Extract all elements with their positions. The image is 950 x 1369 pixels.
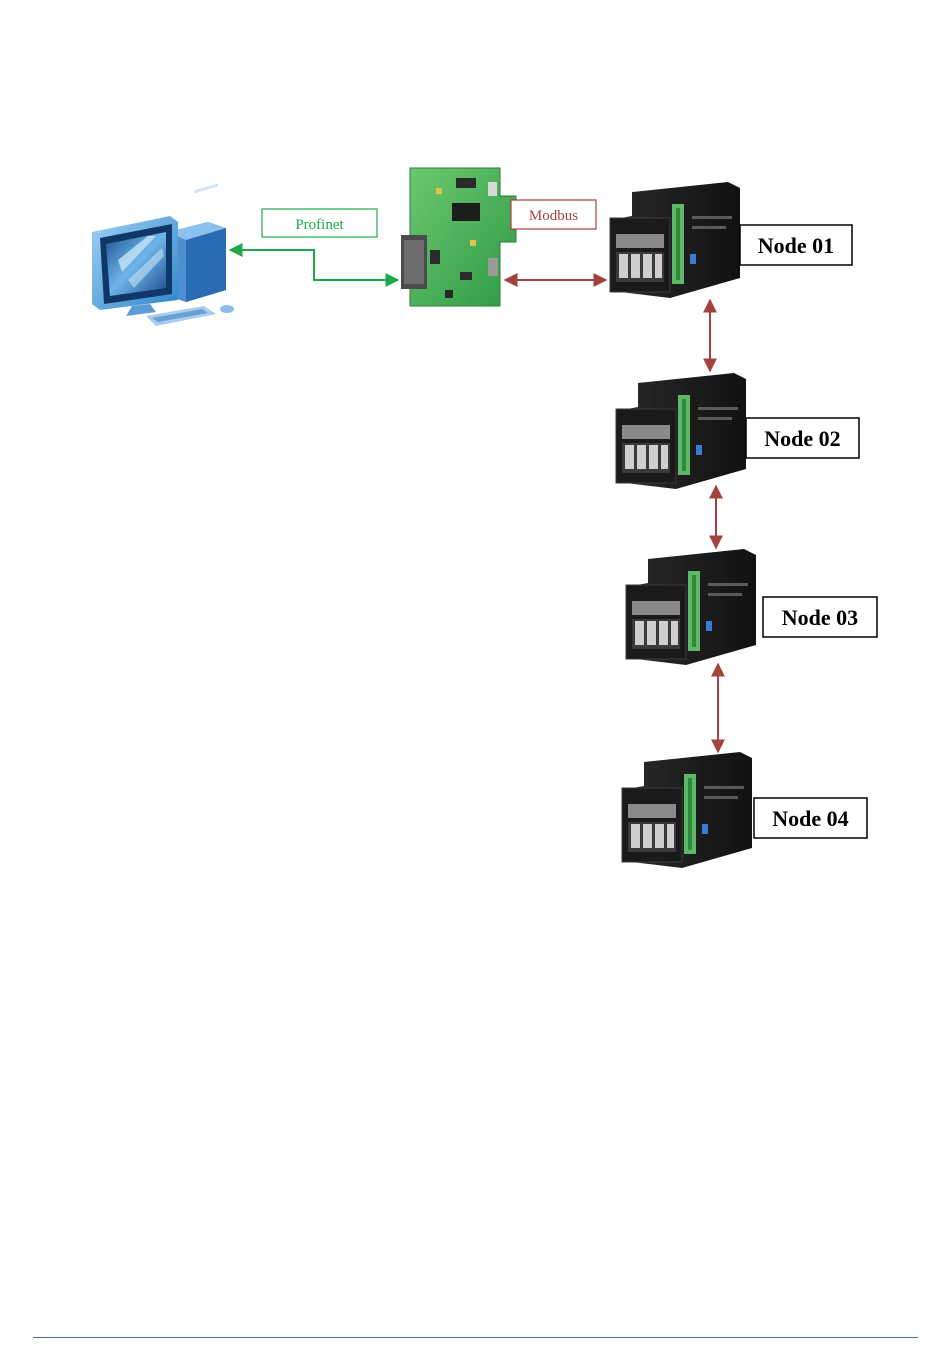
node-label-box-03: Node 03 [763, 597, 877, 637]
node-label-03: Node 03 [782, 605, 858, 630]
node-device-03 [626, 549, 756, 665]
gateway-board-image [401, 168, 516, 306]
node-device-02 [616, 373, 746, 489]
profinet-label: Profinet [295, 217, 344, 233]
footer-rule [33, 1337, 918, 1338]
node-label-04: Node 04 [772, 806, 848, 831]
node-device-04 [622, 752, 752, 868]
node-label-02: Node 02 [764, 426, 840, 451]
node-label-01: Node 01 [758, 233, 834, 258]
node-label-box-02: Node 02 [746, 418, 859, 458]
modbus-label: Modbus [529, 208, 578, 224]
computer-icon [92, 183, 234, 326]
node-label-box-04: Node 04 [754, 798, 867, 838]
profinet-label-box: Profinet [262, 209, 377, 237]
node-device-01 [610, 182, 740, 298]
profinet-link-arrow [230, 250, 398, 280]
modbus-label-box: Modbus [511, 200, 596, 229]
node-label-box-01: Node 01 [740, 225, 852, 265]
